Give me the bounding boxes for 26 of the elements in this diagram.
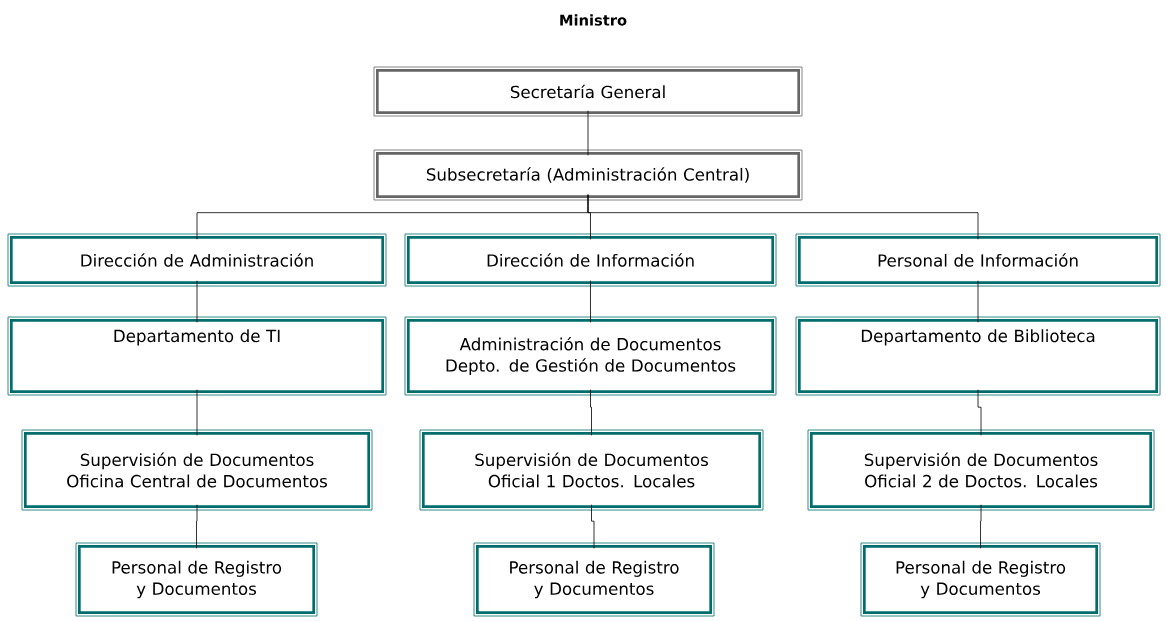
org-box: Administración de Documentos Depto. de Gestión de Documentos <box>404 316 777 396</box>
connector-line <box>977 280 979 323</box>
title: Ministro <box>560 14 627 26</box>
connector-line <box>977 389 982 436</box>
org-box: Supervisión de Documentos Oficina Central de Documentos <box>21 429 373 511</box>
connector-line <box>196 389 198 436</box>
connector-line <box>196 504 198 549</box>
connector-line <box>587 194 979 240</box>
org-box: Secretaría General <box>373 66 803 117</box>
org-box: Personal de Registro y Documentos <box>860 542 1101 617</box>
connector-line <box>587 110 589 156</box>
connector-line <box>590 280 591 323</box>
connector-line <box>980 504 982 549</box>
org-box: Departamento de Biblioteca <box>795 316 1161 396</box>
org-box: Supervisión de Documentos Oficial 1 Doctos. Locales <box>419 429 764 511</box>
connector-line <box>196 280 198 323</box>
org-box: Dirección de Administración <box>7 233 387 287</box>
connector-line <box>591 504 595 549</box>
org-box: Personal de Información <box>795 233 1161 287</box>
org-box: Subsecretaría (Administración Central) <box>373 149 803 201</box>
org-box: Personal de Registro y Documentos <box>75 542 318 617</box>
connector-line <box>590 389 592 436</box>
org-box: Dirección de Información <box>404 233 777 287</box>
org-box: Personal de Registro y Documentos <box>473 542 715 617</box>
org-box: Supervisión de Documentos Oficial 2 de Doctos. Locales <box>807 429 1155 511</box>
org-box: Departamento de TI <box>7 316 387 396</box>
